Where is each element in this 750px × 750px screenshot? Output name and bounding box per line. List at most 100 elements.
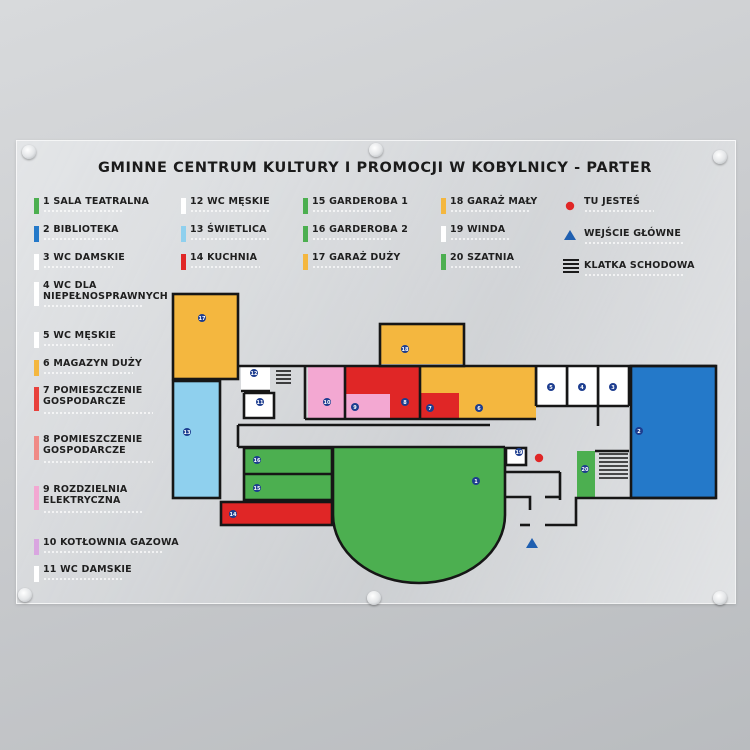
- svg-text:19: 19: [516, 450, 523, 456]
- svg-text:7: 7: [428, 406, 432, 412]
- legend-swatch: [34, 387, 39, 411]
- stairs-icon: [276, 365, 628, 479]
- stairs-icon: [563, 259, 579, 273]
- badge-7: 7: [426, 404, 434, 412]
- badge-14: 14: [229, 510, 237, 518]
- badge-8: 8: [401, 398, 409, 406]
- braille-dots: [43, 237, 113, 241]
- legend-swatch: [303, 198, 308, 214]
- mount-bolt-bottom-left: [18, 588, 32, 602]
- legend-swatch: [34, 486, 39, 510]
- svg-text:15: 15: [254, 486, 261, 492]
- badge-13: 13: [183, 428, 191, 436]
- room-1-theatre-hall: [333, 446, 505, 584]
- badge-19: 19: [515, 448, 523, 456]
- legend-swatch: [303, 254, 308, 270]
- legend-item-20: 20 SZATNIA: [450, 252, 515, 263]
- legend-swatch: [34, 226, 39, 242]
- svg-text:1: 1: [474, 479, 478, 485]
- legend-item-4: 4 WC DLA NIEPEŁNOSPRAWNYCH: [43, 280, 168, 302]
- mount-bolt-top-center: [369, 143, 383, 157]
- legend-swatch: [34, 282, 39, 306]
- you-are-here-label: TU JESTEŚ: [584, 196, 640, 207]
- braille-dots: [450, 265, 520, 269]
- svg-text:14: 14: [230, 512, 237, 518]
- legend-swatch: [34, 360, 39, 376]
- legend-item-5: 5 WC MĘSKIE: [43, 330, 117, 341]
- room-14-kitchen: [221, 502, 332, 525]
- svg-text:2: 2: [637, 429, 641, 435]
- legend-swatch: [303, 226, 308, 242]
- main-entrance-label: WEJŚCIE GŁÓWNE: [584, 228, 682, 239]
- braille-dots: [43, 343, 113, 347]
- braille-dots: [43, 460, 153, 464]
- legend-swatch: [34, 332, 39, 348]
- room-8b-utility: [390, 366, 420, 419]
- braille-dots: [190, 209, 270, 213]
- badge-5: 5: [547, 383, 555, 391]
- mount-bolt-bottom-right: [713, 591, 727, 605]
- braille-dots: [43, 265, 113, 269]
- badge-3: 3: [609, 383, 617, 391]
- braille-dots: [43, 411, 153, 415]
- legend-swatch: [34, 436, 39, 460]
- legend-swatch: [181, 198, 186, 214]
- badge-15: 15: [253, 484, 261, 492]
- svg-text:6: 6: [477, 406, 481, 412]
- legend-item-8: 8 POMIESZCZENIE GOSPODARCZE: [43, 434, 143, 456]
- entrance-triangle-icon: [564, 230, 576, 240]
- legend-item-16: 16 GARDEROBA 2: [312, 224, 409, 235]
- svg-text:4: 4: [580, 385, 584, 391]
- svg-text:5: 5: [549, 385, 553, 391]
- room-17-large-garage: [173, 294, 238, 379]
- mount-bolt-top-right: [713, 150, 727, 164]
- mount-bolt-top-left: [22, 145, 36, 159]
- legend-item-17: 17 GARAŻ DUŻY: [312, 252, 401, 263]
- room-18-small-garage: [380, 324, 464, 364]
- legend-swatch: [441, 226, 446, 242]
- svg-text:18: 18: [402, 347, 409, 353]
- legend-swatch: [34, 566, 39, 582]
- badge-6: 6: [475, 404, 483, 412]
- badge-12: 12: [250, 369, 258, 377]
- badge-17: 17: [198, 314, 206, 322]
- badge-10: 10: [323, 398, 331, 406]
- braille-dots: [43, 510, 143, 514]
- badge-11: 11: [256, 398, 264, 406]
- plan-title: GMINNE CENTRUM KULTURY I PROMOCJI W KOBY…: [97, 160, 653, 176]
- braille-dots: [584, 241, 684, 245]
- legend-item-11: 11 WC DAMSKIE: [43, 564, 132, 575]
- legend-item-15: 15 GARDEROBA 1: [312, 196, 409, 207]
- braille-dots: [43, 209, 123, 213]
- braille-dots: [450, 237, 510, 241]
- legend-item-3: 3 WC DAMSKIE: [43, 252, 125, 263]
- braille-dots: [312, 237, 392, 241]
- braille-dots: [43, 577, 123, 581]
- legend-item-10: 10 KOTŁOWNIA GAZOWA: [43, 537, 179, 548]
- badge-16: 16: [253, 456, 261, 464]
- braille-dots: [43, 304, 143, 308]
- you-are-here-icon: [565, 201, 575, 211]
- legend-item-18: 18 GARAŻ MAŁY: [450, 196, 538, 207]
- legend-item-12: 12 WC MĘSKIE: [190, 196, 270, 207]
- legend-item-2: 2 BIBLIOTEKA: [43, 224, 119, 235]
- legend-swatch: [34, 539, 39, 555]
- legend-item-19: 19 WINDA: [450, 224, 506, 235]
- room-2-library: [631, 366, 716, 498]
- svg-text:17: 17: [199, 316, 206, 322]
- stairs-label: KLATKA SCHODOWA: [584, 260, 695, 271]
- legend-item-13: 13 ŚWIETLICA: [190, 224, 267, 235]
- room-13-common-room: [173, 381, 220, 498]
- legend-swatch: [34, 254, 39, 270]
- braille-dots: [43, 371, 133, 375]
- badge-20: 20: [581, 465, 589, 473]
- legend-item-7: 7 POMIESZCZENIE GOSPODARCZE: [43, 385, 143, 407]
- room-20-cloakroom: [577, 451, 595, 498]
- svg-text:10: 10: [324, 400, 331, 406]
- legend-item-14: 14 KUCHNIA: [190, 252, 258, 263]
- main-entrance-marker: [526, 538, 538, 548]
- legend-swatch: [441, 254, 446, 270]
- braille-dots: [190, 237, 270, 241]
